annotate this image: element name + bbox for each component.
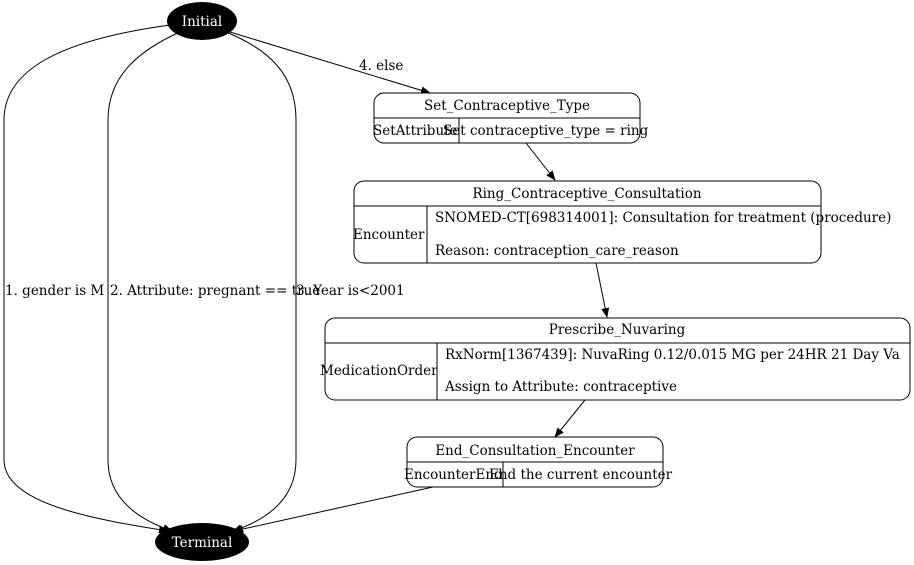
node-detail: Assign to Attribute: contraceptive	[444, 379, 677, 395]
edge-label-gender: 1. gender is M	[5, 283, 104, 299]
initial-node	[167, 2, 237, 40]
edge-set-to-ring	[525, 142, 556, 181]
edge-else	[229, 31, 431, 95]
node-set-contraceptive-type: Set_Contraceptive_Type SetAttribute Set …	[373, 92, 649, 144]
node-title: Prescribe_Nuvaring	[549, 322, 686, 338]
edge-end-to-terminal	[233, 486, 434, 533]
node-detail: Set contraceptive_type = ring	[443, 123, 649, 139]
edge-year	[225, 31, 297, 532]
edge-ring-to-prescribe	[595, 262, 610, 318]
node-type: EncounterEnd	[404, 467, 503, 483]
node-title: End_Consultation_Encounter	[435, 443, 635, 459]
node-title: Ring_Contraceptive_Consultation	[472, 186, 701, 202]
node-detail: Reason: contraception_care_reason	[435, 243, 679, 259]
node-end-consultation: End_Consultation_Encounter EncounterEnd …	[404, 436, 673, 488]
edge-prescribe-to-end	[554, 399, 586, 438]
edge-label-year: 3. Year is<2001	[296, 283, 405, 299]
terminal-node-label: Terminal	[172, 535, 233, 551]
edge-label-else: 4. else	[359, 58, 403, 74]
terminal-node	[155, 523, 249, 561]
node-detail: End the current encounter	[489, 467, 673, 483]
edge-pregnant	[107, 31, 181, 532]
node-ring-consultation: Ring_Contraceptive_Consultation Encounte…	[353, 180, 891, 264]
node-detail: RxNorm[1367439]: NuvaRing 0.12/0.015 MG …	[445, 347, 900, 363]
initial-node-label: Initial	[182, 14, 222, 30]
edge-label-pregnant: 2. Attribute: pregnant == true	[110, 283, 320, 299]
node-title: Set_Contraceptive_Type	[424, 98, 590, 114]
node-prescribe-nuvaring: Prescribe_Nuvaring MedicationOrder RxNor…	[320, 317, 911, 401]
node-type: MedicationOrder	[320, 363, 438, 379]
node-detail: SNOMED-CT[698314001]: Consultation for t…	[435, 210, 891, 226]
edge-gender	[3, 24, 171, 534]
node-type: SetAttribute	[373, 123, 458, 139]
node-type: Encounter	[353, 227, 425, 243]
